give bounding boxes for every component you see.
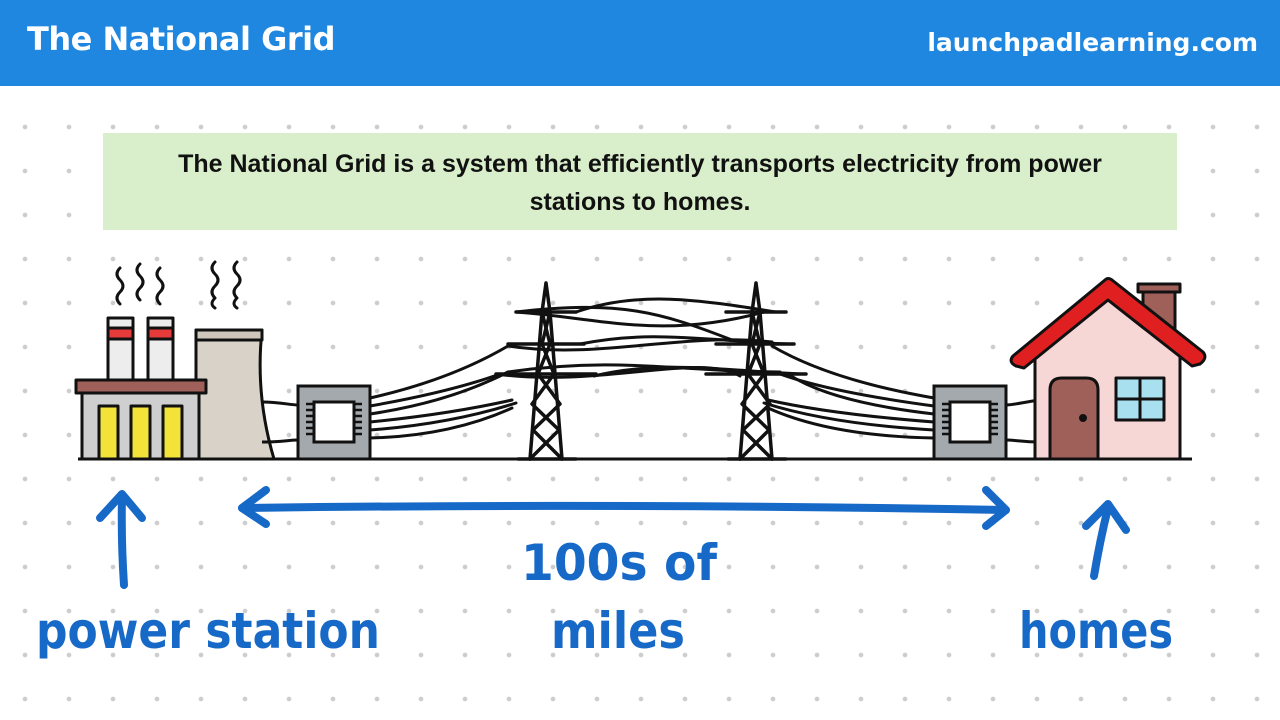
power-station-icon	[74, 260, 276, 461]
transmission-cables	[368, 297, 936, 440]
step-up-transformer-icon	[261, 384, 372, 461]
up-arrow-icon	[96, 490, 146, 589]
step-down-transformer-icon	[932, 384, 1041, 461]
pylon-icon	[704, 281, 808, 461]
summary-box: The National Grid is a system that effic…	[103, 133, 1177, 230]
distance-label-line1: 100s of	[521, 534, 718, 592]
homes-label: homes	[1019, 602, 1173, 660]
header-bar: The National Grid launchpadlearning.com	[0, 0, 1280, 86]
page-title: The National Grid	[27, 20, 335, 58]
double-headed-arrow-icon	[238, 486, 1010, 530]
pylon-icon	[494, 281, 598, 461]
up-arrow-icon	[1082, 500, 1130, 580]
house-icon	[1009, 277, 1207, 461]
site-name: launchpadlearning.com	[927, 28, 1258, 57]
distance-label-line2: miles	[551, 602, 685, 660]
power-station-label: power station	[36, 602, 380, 660]
